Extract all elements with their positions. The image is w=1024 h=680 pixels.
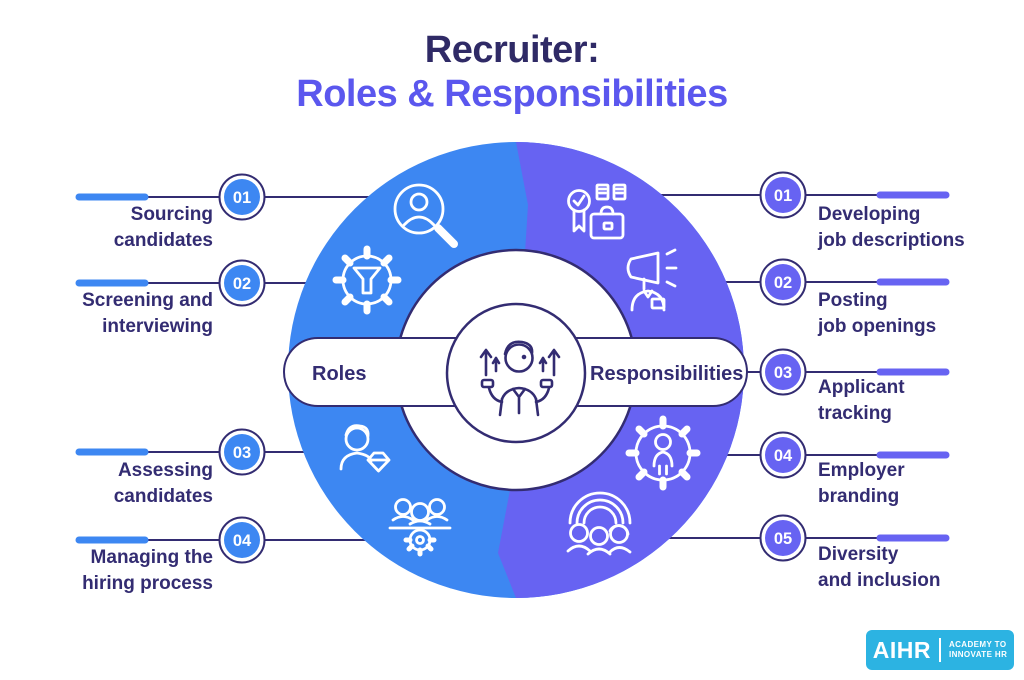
right-accent-dashes bbox=[876, 191, 950, 542]
item-number-badge: 02 bbox=[218, 259, 266, 307]
magnifier-person-icon bbox=[393, 183, 458, 248]
aihr-logo-brand: AIHR bbox=[872, 636, 931, 663]
funnel-gear-icon bbox=[332, 245, 402, 315]
item-number-badge: 01 bbox=[759, 171, 807, 219]
center-circle bbox=[445, 302, 587, 444]
svg-text:02: 02 bbox=[233, 275, 251, 293]
recruiter-person-icon bbox=[479, 340, 561, 417]
role-item-label: Managing the hiring process bbox=[82, 547, 213, 594]
svg-text:01: 01 bbox=[233, 189, 251, 207]
svg-text:05: 05 bbox=[774, 530, 792, 548]
aihr-logo: AIHR ACADEMY TO INNOVATE HR bbox=[866, 630, 1014, 670]
responsibility-item-label: Diversity and inclusion bbox=[818, 544, 941, 591]
right-number-badges: 01 02 03 04 05 bbox=[759, 171, 807, 562]
person-gear-icon bbox=[625, 415, 701, 491]
role-item-label: Screening and interviewing bbox=[82, 290, 213, 337]
page-title: Recruiter: Roles & Responsibilities bbox=[0, 28, 1024, 116]
svg-text:04: 04 bbox=[774, 447, 793, 465]
item-number-badge: 03 bbox=[759, 348, 807, 396]
responsibility-item-label: Posting job openings bbox=[818, 290, 937, 337]
team-gear-icon bbox=[388, 498, 452, 557]
roles-pill-label: Roles bbox=[312, 363, 366, 385]
item-number-badge: 05 bbox=[759, 514, 807, 562]
svg-text:02: 02 bbox=[774, 274, 792, 292]
item-number-badge: 04 bbox=[218, 516, 266, 564]
responsibilities-pill-label: Responsibilities bbox=[590, 363, 743, 385]
svg-text:03: 03 bbox=[233, 444, 251, 462]
badge-briefcase-icon bbox=[567, 183, 627, 240]
item-number-badge: 03 bbox=[218, 428, 266, 476]
responsibility-item-label: Applicant tracking bbox=[818, 377, 905, 424]
svg-text:04: 04 bbox=[233, 532, 252, 550]
role-item-label: Sourcing candidates bbox=[113, 204, 213, 251]
diversity-group-icon bbox=[566, 491, 632, 556]
svg-text:03: 03 bbox=[774, 364, 792, 382]
aihr-logo-divider bbox=[938, 638, 941, 662]
item-number-badge: 04 bbox=[759, 431, 807, 479]
page-title-line2: Roles & Responsibilities bbox=[296, 73, 728, 115]
person-diamond-icon bbox=[339, 424, 391, 473]
left-number-badges: 01 02 03 04 bbox=[218, 173, 266, 564]
aihr-logo-tagline: ACADEMY TO INNOVATE HR bbox=[948, 640, 1008, 659]
svg-text:01: 01 bbox=[774, 187, 792, 205]
item-number-badge: 02 bbox=[759, 258, 807, 306]
responsibility-item-label: Employer branding bbox=[818, 460, 905, 507]
item-number-badge: 01 bbox=[218, 173, 266, 221]
left-accent-dashes bbox=[75, 193, 149, 544]
megaphone-person-icon bbox=[626, 248, 678, 312]
role-item-label: Assessing candidates bbox=[113, 460, 213, 507]
responsibility-item-label: Developing job descriptions bbox=[818, 204, 965, 251]
page-title-line1: Recruiter: bbox=[424, 29, 600, 71]
